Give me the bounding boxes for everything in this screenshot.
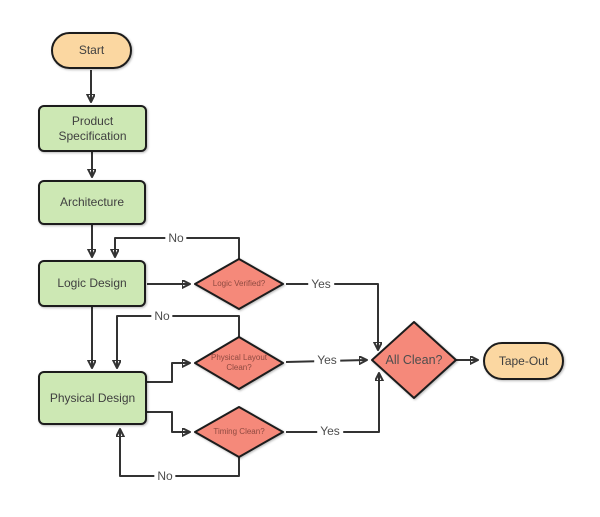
edge-timing-clean-no-feedback [120,430,240,477]
logic-verified-diamond-shape [194,258,284,310]
edge-physical-design-to-timing-clean [147,411,189,432]
node-physical-layout-clean-label: Physical Layout Clean? [210,352,268,372]
edge-label-logic-verified-no: No [165,230,187,246]
node-architecture[interactable]: Architecture [38,180,146,225]
node-start[interactable]: Start [51,32,132,69]
edge-label-timing-no: No [154,468,176,484]
node-product-specification-label: Product Specification [58,113,127,143]
node-logic-verified-label: Logic Verified? [212,278,266,288]
physical-layout-clean-diamond-shape [194,336,284,390]
node-logic-verified[interactable]: Logic Verified? [193,258,285,310]
timing-clean-diamond-shape [194,406,284,458]
node-timing-clean[interactable]: Timing Clean? [193,406,285,458]
edge-label-physical-layout-yes: Yes [314,352,340,368]
node-physical-layout-clean[interactable]: Physical Layout Clean? [193,336,285,390]
node-all-clean-label: All Clean? [385,353,443,367]
all-clean-diamond-shape [371,321,457,399]
node-logic-design[interactable]: Logic Design [38,260,146,307]
edge-physical-design-to-physical-layout-clean [147,363,189,383]
edge-label-physical-layout-no: No [151,308,173,324]
node-logic-design-label: Logic Design [57,276,127,290]
node-physical-design[interactable]: Physical Design [38,371,147,425]
edge-logic-verified-yes-to-all-clean [286,283,378,349]
node-tape-out[interactable]: Tape-Out [483,342,564,380]
node-tape-out-label: Tape-Out [498,353,549,368]
node-timing-clean-label: Timing Clean? [213,426,265,436]
edge-label-logic-verified-yes: Yes [308,276,334,292]
node-start-label: Start [78,43,105,57]
node-all-clean[interactable]: All Clean? [370,321,458,399]
edge-physical-layout-clean-no-feedback [117,315,240,367]
edge-label-timing-yes: Yes [317,423,343,439]
node-physical-design-label: Physical Design [49,390,136,405]
node-architecture-label: Architecture [59,195,125,209]
node-product-specification[interactable]: Product Specification [38,105,147,152]
edge-timing-clean-yes-to-all-clean [286,374,379,433]
